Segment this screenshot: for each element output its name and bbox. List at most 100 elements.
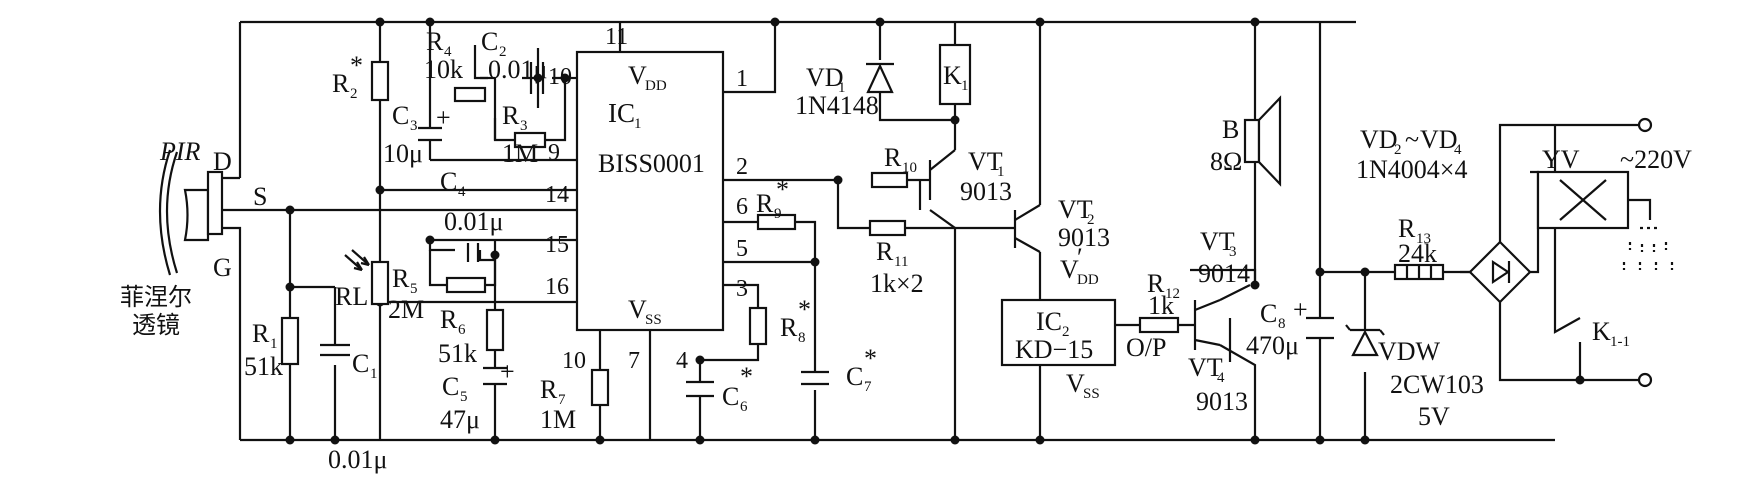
svg-text:1: 1 — [370, 366, 378, 382]
capacitors: C 1 0.01μ C 2 0.01μ C 3 10μ + C 4 0.01μ … — [320, 27, 1334, 474]
svg-text:R: R — [780, 313, 798, 342]
speaker: B 8Ω — [1210, 95, 1282, 187]
svg-text:VT: VT — [1188, 353, 1223, 382]
svg-text:IC: IC — [1036, 307, 1062, 336]
svg-text:1M: 1M — [540, 405, 576, 434]
svg-text:R: R — [426, 27, 444, 56]
svg-text:3: 3 — [736, 276, 748, 302]
svg-text:14: 14 — [545, 182, 569, 208]
ic1-name: IC — [608, 98, 635, 128]
fresnel-lens-label: 菲涅尔 — [120, 283, 192, 311]
svg-text:2CW103: 2CW103 — [1390, 370, 1484, 399]
svg-text:0.01μ: 0.01μ — [444, 207, 503, 236]
svg-text:+: + — [436, 103, 451, 132]
svg-text:4: 4 — [458, 184, 466, 200]
svg-text:9: 9 — [548, 140, 560, 166]
pir-sensor: PIR D S G 菲涅尔 透镜 — [120, 137, 267, 339]
svg-text:VT: VT — [1058, 195, 1093, 224]
svg-text:C: C — [392, 101, 409, 130]
svg-text:C: C — [440, 167, 457, 196]
svg-text:9014: 9014 — [1198, 259, 1250, 288]
svg-text:7: 7 — [864, 379, 872, 395]
svg-text:C: C — [722, 382, 739, 411]
svg-text:R: R — [332, 69, 350, 98]
svg-text:6: 6 — [458, 322, 466, 338]
svg-text:DD: DD — [1077, 272, 1099, 288]
svg-text:1N4148: 1N4148 — [795, 91, 879, 120]
ldr: RL — [335, 249, 370, 311]
junctions — [285, 17, 1585, 445]
svg-text:KD−15: KD−15 — [1015, 335, 1093, 364]
svg-text:4: 4 — [676, 348, 688, 374]
svg-text:1: 1 — [838, 80, 846, 96]
svg-text:7: 7 — [558, 392, 566, 408]
ic1: IC 1 BISS0001 V DD V SS 11 1 2 6 5 3 10 … — [545, 24, 748, 374]
relay-k1: K 1 K 1-1 — [938, 43, 1630, 350]
svg-text:2: 2 — [499, 44, 507, 60]
svg-text:2M: 2M — [388, 295, 424, 324]
svg-text:*: * — [776, 175, 789, 204]
svg-text:VT: VT — [1200, 227, 1235, 256]
svg-text:YV: YV — [1542, 145, 1580, 174]
transistors: VT 1 9013 VT 2 9013 VT 3 9014 VT 4 9013 — [920, 147, 1250, 416]
svg-text:R: R — [540, 375, 558, 404]
svg-text:8: 8 — [798, 330, 806, 346]
svg-text:24k: 24k — [1398, 239, 1437, 268]
svg-text:5: 5 — [736, 236, 748, 262]
resistors: R 1 51k R 2 * R 3 1M R 4 10k R 5 2M R 6 … — [244, 27, 1445, 434]
svg-text:~220V: ~220V — [1620, 145, 1692, 174]
svg-text:VDW: VDW — [1378, 337, 1441, 366]
svg-text:C: C — [481, 27, 498, 56]
svg-text:1k×2: 1k×2 — [870, 269, 924, 298]
pir-label: PIR — [159, 137, 201, 166]
svg-text:S: S — [253, 182, 267, 211]
svg-text:10k: 10k — [424, 55, 463, 84]
svg-text:RL: RL — [335, 282, 368, 311]
svg-text:R: R — [440, 305, 458, 334]
svg-text:51k: 51k — [438, 339, 477, 368]
svg-text:+: + — [1293, 295, 1308, 324]
diodes: VD 1 1N4148 VD 2 ~ VD 4 1N4004×4 VDW 2CW… — [795, 62, 1511, 431]
svg-text:9013: 9013 — [960, 177, 1012, 206]
svg-text:0.01μ: 0.01μ — [488, 55, 547, 84]
svg-text:6: 6 — [740, 399, 748, 415]
svg-text:R: R — [392, 264, 410, 293]
svg-text:2: 2 — [1062, 324, 1070, 340]
svg-text:7: 7 — [628, 348, 640, 374]
svg-text:D: D — [213, 147, 232, 176]
svg-text:C: C — [442, 372, 459, 401]
svg-text:15: 15 — [545, 232, 569, 258]
svg-text:R: R — [876, 237, 894, 266]
svg-text:1-1: 1-1 — [1610, 334, 1630, 350]
svg-text:10: 10 — [902, 160, 917, 176]
svg-text:16: 16 — [545, 274, 569, 300]
svg-text:4: 4 — [1454, 142, 1462, 158]
ic1-part: BISS0001 — [598, 149, 705, 178]
svg-text:2: 2 — [350, 86, 358, 102]
svg-text:1k: 1k — [1148, 291, 1174, 320]
svg-text:47μ: 47μ — [440, 405, 480, 434]
svg-text:2: 2 — [736, 154, 748, 180]
svg-text:1: 1 — [997, 164, 1005, 180]
svg-text:~: ~ — [1405, 125, 1419, 154]
svg-text:10: 10 — [548, 64, 572, 90]
svg-text:*: * — [864, 344, 877, 373]
svg-text:1: 1 — [634, 116, 642, 132]
svg-text:12: 12 — [1165, 286, 1180, 302]
svg-text:C: C — [846, 362, 863, 391]
svg-text:R: R — [1398, 214, 1416, 243]
svg-text:5: 5 — [410, 281, 418, 297]
svg-text:V: V — [628, 61, 647, 90]
svg-text:VD: VD — [1360, 125, 1398, 154]
svg-text:SS: SS — [1083, 386, 1100, 402]
svg-text:透镜: 透镜 — [132, 311, 180, 339]
svg-text:1M: 1M — [502, 139, 538, 168]
svg-text:1: 1 — [736, 66, 748, 92]
svg-text:3: 3 — [1229, 244, 1237, 260]
svg-text:2: 2 — [1087, 212, 1095, 228]
svg-text:C: C — [352, 349, 369, 378]
svg-text:1N4004×4: 1N4004×4 — [1356, 155, 1467, 184]
svg-text:2: 2 — [1394, 142, 1402, 158]
